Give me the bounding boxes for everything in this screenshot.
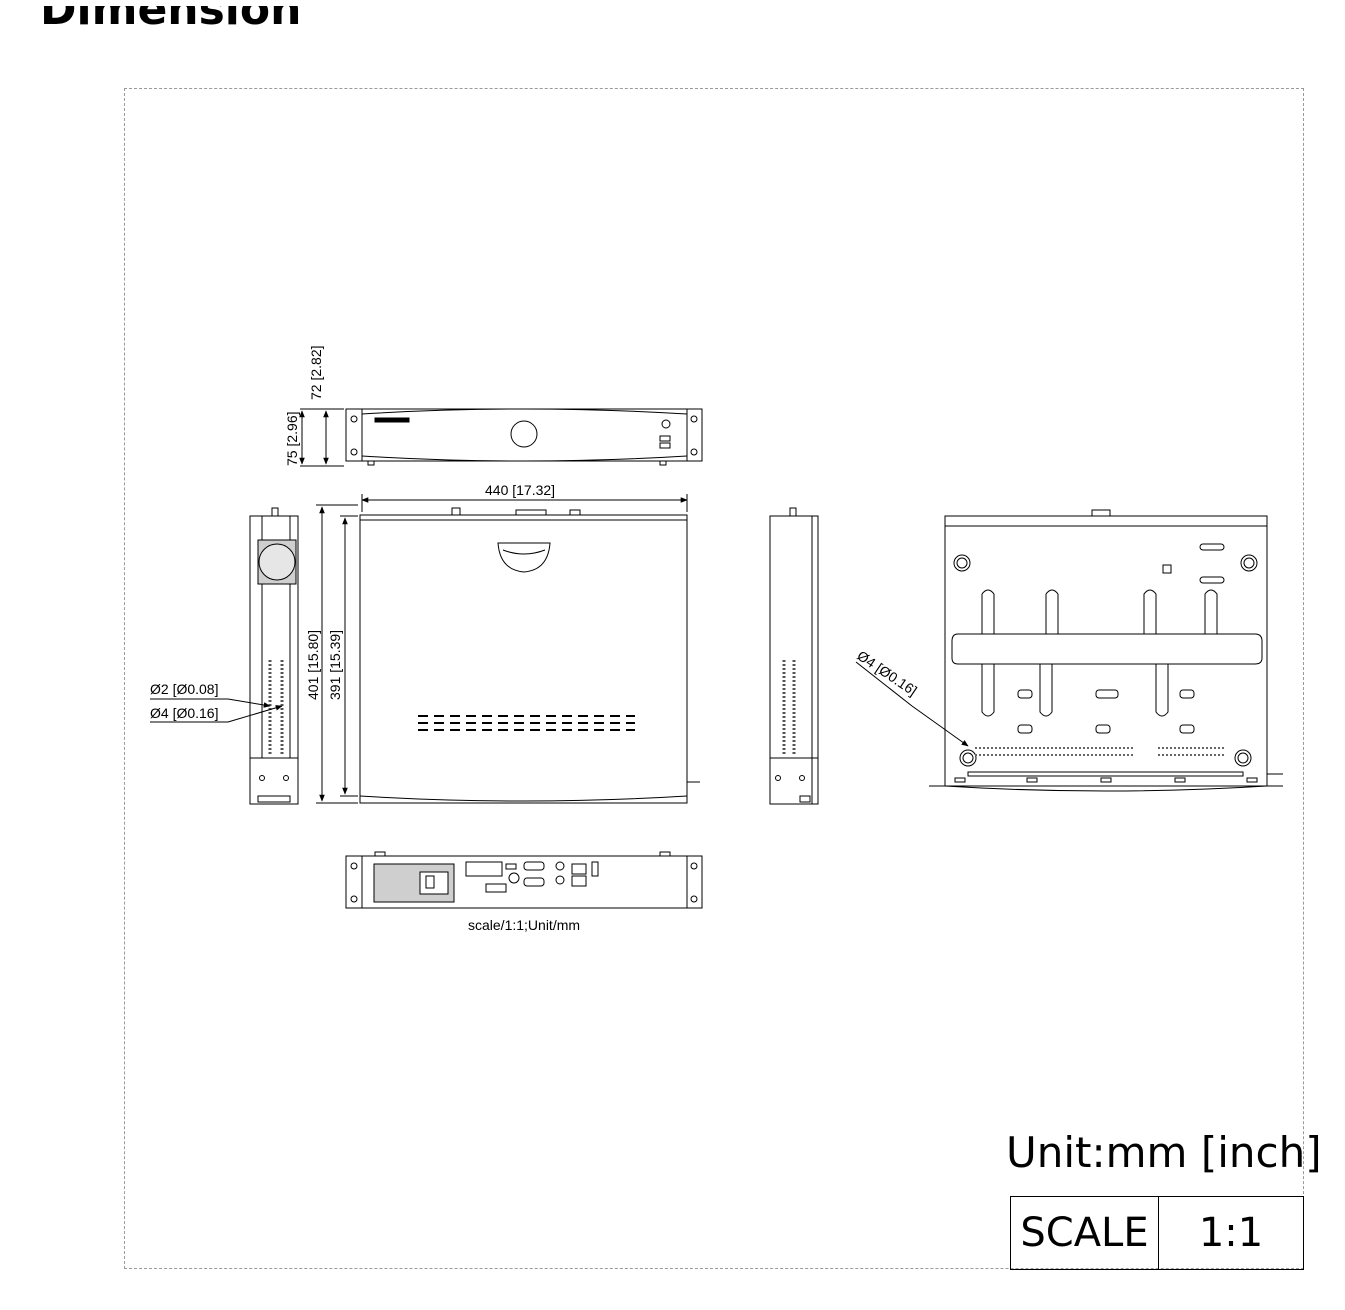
rear-view bbox=[345, 851, 703, 909]
page-heading: Dimension bbox=[40, 6, 340, 46]
hole-large-label: Ø4 [Ø0.16] bbox=[150, 705, 218, 721]
front-height-total-label: 75 [2.96] bbox=[284, 412, 300, 467]
scale-key: SCALE bbox=[1011, 1197, 1159, 1269]
bottom-view bbox=[855, 509, 1283, 792]
depth-total-label: 401 [15.80] bbox=[305, 630, 321, 700]
hole-bottom-label: Ø4 [Ø0.16] bbox=[854, 647, 920, 699]
hole-small-label: Ø2 [Ø0.08] bbox=[150, 681, 218, 697]
depth-body-label: 391 [15.39] bbox=[327, 630, 343, 700]
left-side-view bbox=[150, 507, 299, 805]
scale-table: SCALE 1:1 bbox=[1010, 1196, 1304, 1270]
drawing-frame bbox=[124, 88, 1304, 1269]
scale-value: 1:1 bbox=[1198, 1210, 1264, 1256]
page-heading-text: Dimension bbox=[40, 6, 302, 35]
width-label: 440 [17.32] bbox=[485, 482, 555, 498]
scale-note: scale/1:1;Unit/mm bbox=[468, 917, 580, 933]
top-view bbox=[316, 494, 700, 804]
right-side-view bbox=[769, 507, 819, 805]
unit-label: Unit:mm [inch] bbox=[1006, 1128, 1322, 1177]
front-height-label: 72 [2.82] bbox=[308, 346, 324, 401]
front-view bbox=[299, 408, 703, 467]
